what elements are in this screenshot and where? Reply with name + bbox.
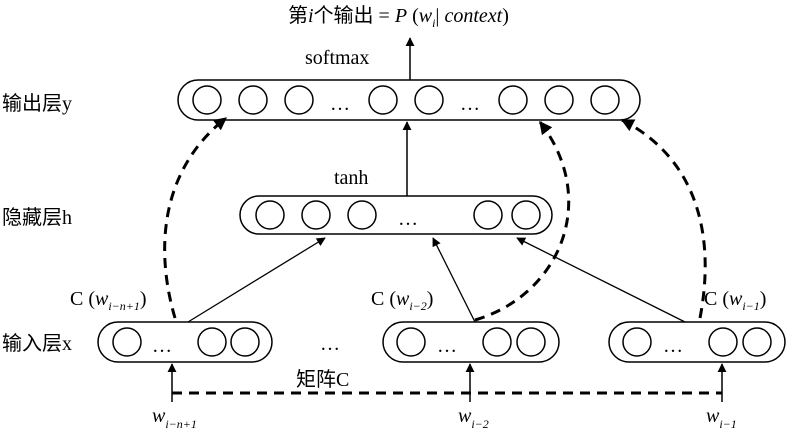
skip-connection-arrow	[620, 118, 707, 319]
matrix-c-label: 矩阵C	[296, 368, 349, 391]
input-neuron	[516, 327, 546, 357]
output-neuron	[414, 85, 444, 115]
skip-connection-arrow	[163, 116, 228, 319]
hidden-neuron	[511, 200, 541, 230]
input-neuron	[482, 327, 512, 357]
hidden-neuron	[301, 200, 331, 230]
word-label-3: wi−1	[706, 405, 737, 431]
embedding-label-2: C (wi−2)	[371, 288, 433, 313]
hidden-neuron	[473, 200, 503, 230]
word-label-1: wi−n+1	[152, 405, 197, 431]
embedding-label-1: C (wi−n+1)	[70, 288, 147, 313]
output-ellipsis: …	[460, 93, 480, 115]
input-neuron	[396, 327, 426, 357]
output-neuron	[498, 85, 528, 115]
input-group-3: …	[608, 321, 786, 363]
input-group-box	[97, 321, 273, 363]
hidden-neuron	[347, 200, 377, 230]
hidden-layer-label: 隐藏层h	[2, 206, 72, 229]
softmax-label: softmax	[305, 47, 369, 69]
input-group-2: …	[382, 321, 560, 363]
output-layer: … …	[177, 79, 641, 121]
output-layer-label: 输出层y	[2, 92, 72, 115]
tanh-label: tanh	[334, 167, 368, 189]
word-label-2: wi−2	[458, 405, 489, 431]
input-neuron	[197, 327, 227, 357]
hidden-neuron	[255, 200, 285, 230]
input-to-hidden-arrow	[516, 237, 686, 323]
hidden-ellipsis: …	[398, 208, 418, 230]
skip-connection-arrow	[474, 120, 571, 322]
input-to-hidden-arrow	[187, 237, 326, 323]
embedding-label-3: C (wi−1)	[704, 288, 766, 313]
input-ellipsis: …	[663, 335, 683, 357]
input-neuron	[708, 327, 738, 357]
input-neuron	[622, 327, 652, 357]
hidden-layer-box	[239, 195, 553, 235]
input-group-box	[382, 321, 560, 363]
output-ellipsis: …	[330, 93, 350, 115]
output-neuron	[590, 85, 620, 115]
output-formula: 第i个输出 = P (wi| context)	[288, 4, 509, 30]
input-neuron	[742, 327, 772, 357]
output-neuron	[192, 85, 222, 115]
groups-ellipsis: …	[320, 333, 340, 355]
input-group-box	[608, 321, 786, 363]
hidden-layer: …	[239, 195, 553, 235]
output-neuron	[368, 85, 398, 115]
output-layer-box	[177, 79, 641, 121]
input-group-1: …	[97, 321, 273, 363]
output-neuron	[544, 85, 574, 115]
input-layer-label: 输入层x	[2, 332, 72, 355]
output-neuron	[238, 85, 268, 115]
input-neuron	[230, 327, 260, 357]
input-ellipsis: …	[437, 335, 457, 357]
output-neuron	[284, 85, 314, 115]
input-neuron	[112, 327, 142, 357]
input-to-hidden-arrow	[432, 237, 476, 323]
input-ellipsis: …	[152, 335, 172, 357]
